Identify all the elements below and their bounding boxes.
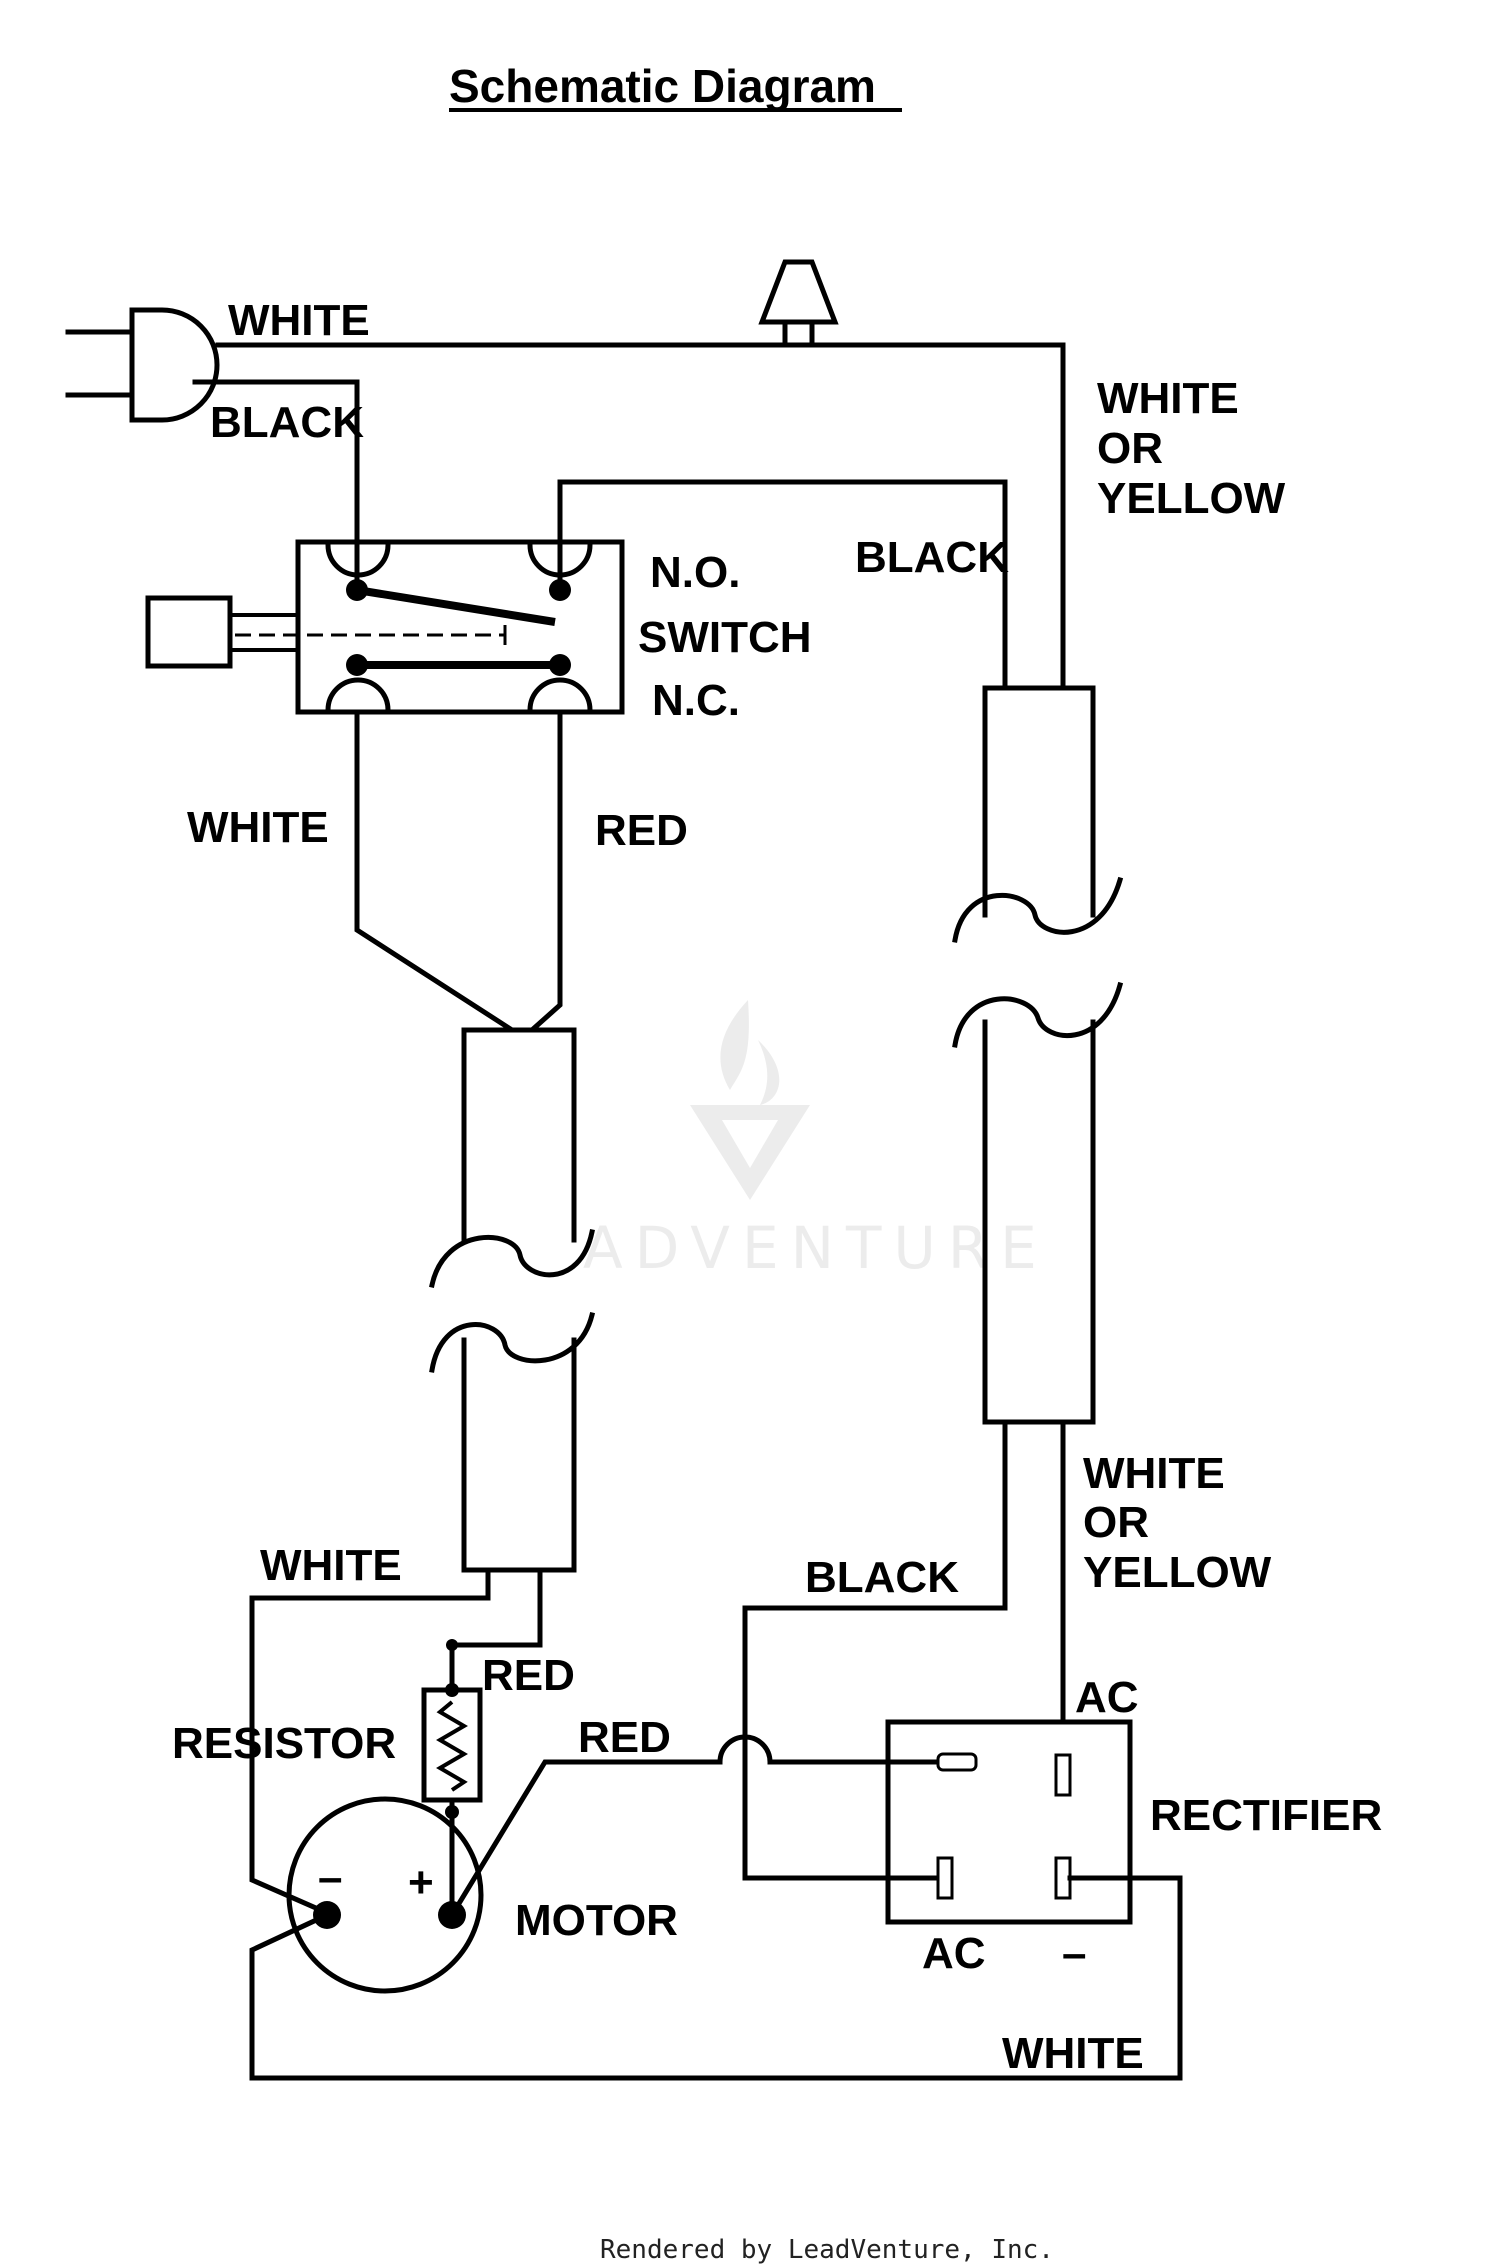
label-switch-white: WHITE: [187, 803, 329, 852]
label-switch: SWITCH: [638, 613, 812, 662]
label-switch-black: BLACK: [855, 533, 1009, 582]
label-motor: MOTOR: [515, 1896, 678, 1945]
wire-black-rectifier: [742, 1419, 1008, 1881]
watermark-logo: [690, 1000, 810, 1200]
wire-white-switch: [354, 709, 516, 1034]
ground-lug: [758, 259, 839, 348]
label-rectifier-ac-top: AC: [1075, 1673, 1139, 1722]
label-motor-plus: +: [408, 1858, 434, 1907]
wire-red-resistor: [449, 1567, 543, 1693]
label-top-right-or: OR: [1097, 424, 1163, 473]
label-bottom-right-white: WHITE: [1083, 1449, 1225, 1498]
label-top-right-white: WHITE: [1097, 374, 1239, 423]
wire-white-bottom: [249, 1875, 1183, 2081]
label-resistor-red: RED: [482, 1651, 575, 1700]
rectifier: [885, 1719, 1133, 1925]
footer-credit: Rendered by LeadVenture, Inc.: [600, 2235, 1054, 2265]
wire-white-motor: [249, 1567, 491, 1916]
label-rectifier: RECTIFIER: [1150, 1791, 1382, 1840]
wire-red-rectifier: [448, 1759, 723, 1919]
label-resistor: RESISTOR: [172, 1719, 396, 1768]
wire-black-plug: [192, 379, 360, 593]
label-rectifier-ac-bottom: AC: [922, 1929, 986, 1978]
wire-black-switch: [557, 479, 1008, 691]
switch: [145, 539, 625, 715]
power-plug: [65, 307, 220, 423]
label-bottom-white: WHITE: [1002, 2029, 1144, 2078]
label-motor-minus: –: [318, 1853, 342, 1902]
resistor: [421, 1639, 483, 1915]
cable-right: [952, 685, 1124, 1425]
label-plug-white: WHITE: [228, 296, 370, 345]
label-switch-no: N.O.: [650, 548, 740, 597]
label-plug-black: BLACK: [210, 398, 364, 447]
cable-left: [429, 1027, 596, 1573]
label-motor-white: WHITE: [260, 1541, 402, 1590]
label-switch-red: RED: [595, 806, 688, 855]
label-rectifier-minus: –: [1062, 1929, 1086, 1978]
wire-white-top: [215, 342, 1066, 691]
wire-red-switch: [528, 709, 563, 1034]
watermark-text: LEADVENTURE: [490, 1214, 1049, 1282]
label-bottom-right-yellow: YELLOW: [1083, 1548, 1272, 1597]
label-bottom-right-or: OR: [1083, 1498, 1149, 1547]
label-motor-red: RED: [578, 1713, 671, 1762]
label-top-right-yellow: YELLOW: [1097, 474, 1286, 523]
label-rectifier-black: BLACK: [805, 1553, 959, 1602]
label-switch-nc: N.C.: [652, 676, 740, 725]
diagram-title: Schematic Diagram: [449, 60, 876, 112]
